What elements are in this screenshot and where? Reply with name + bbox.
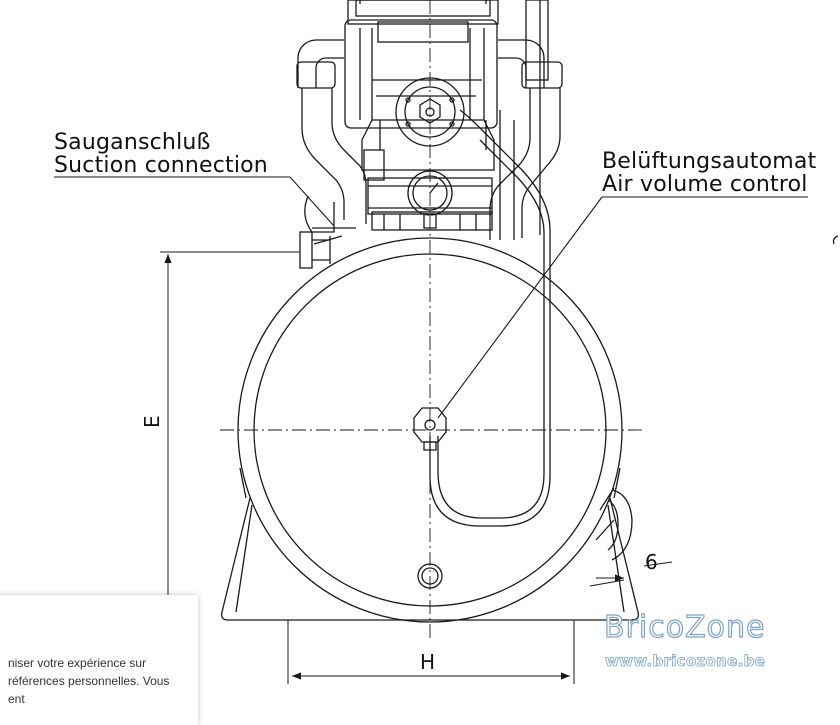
pressure-gauge-top: [395, 77, 465, 147]
edge-mark: [832, 235, 839, 245]
label-air-en: Air volume control: [602, 172, 808, 197]
motor-side: [595, 487, 633, 561]
dimension-angle-label: 6: [645, 550, 658, 574]
label-suction-de: Sauganschluß: [54, 130, 211, 155]
cookie-text-line-2: références personnelles. Vous: [8, 674, 170, 688]
pump-motor-block: [361, 119, 495, 181]
suction-pipe: [299, 88, 367, 269]
tank-support-legs: [220, 467, 640, 621]
pump-housing: [296, 0, 563, 129]
watermark-url: www.bricozone.be: [605, 652, 766, 671]
dimension-h: [287, 574, 624, 684]
air-control-hose: [413, 109, 551, 527]
leader-lines: [54, 176, 808, 587]
label-air-de: Belüftungsautomat: [602, 149, 817, 174]
cookie-banner[interactable]: niser votre expérience sur références pe…: [0, 595, 198, 725]
dimension-h-label: H: [420, 650, 436, 674]
label-suction-en: Suction connection: [54, 153, 268, 178]
cookie-text-line-1: niser votre expérience sur: [8, 656, 147, 670]
discharge-pipe: [489, 0, 561, 240]
dimension-e-label: E: [140, 415, 164, 428]
technical-drawing: [54, 0, 839, 684]
cookie-text-line-3: ent: [8, 692, 25, 706]
watermark-brand: BricoZone: [603, 609, 766, 645]
